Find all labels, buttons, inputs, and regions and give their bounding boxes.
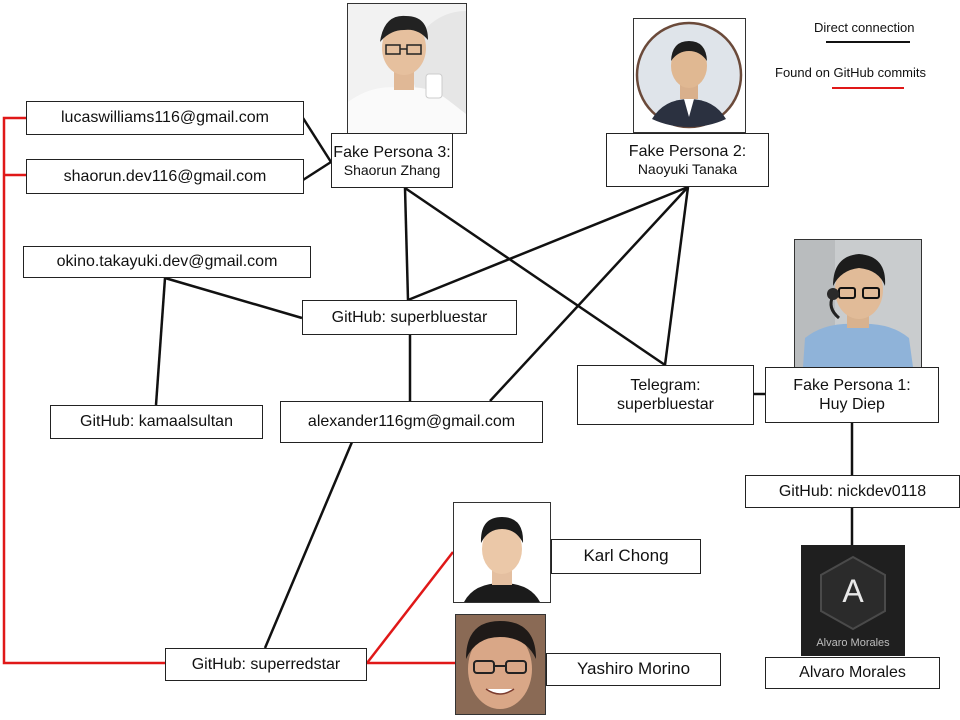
github-kamaalsultan-text: GitHub: kamaalsultan xyxy=(80,413,233,431)
github-nickdev0118-text: GitHub: nickdev0118 xyxy=(778,482,927,500)
persona3-photo xyxy=(347,3,467,134)
telegram-handle: superbluestar xyxy=(617,396,714,413)
email-okino: okino.takayuki.dev@gmail.com xyxy=(23,246,311,278)
github-superredstar: GitHub: superredstar xyxy=(165,648,367,681)
yashiro-morino-text: Yashiro Morino xyxy=(576,659,691,679)
edge-persona3-superbluestar xyxy=(403,187,410,301)
edge-alexander-superredstar xyxy=(263,441,354,649)
edge-persona2-alexander xyxy=(489,186,689,402)
email-shaorun-text: shaorun.dev116@gmail.com xyxy=(63,167,267,185)
github-superbluestar-text: GitHub: superbluestar xyxy=(331,308,488,326)
alvaro-logo: A Alvaro Morales xyxy=(801,545,905,656)
edge-superredstar-karl xyxy=(366,551,454,664)
persona3-title: Fake Persona 3: xyxy=(333,143,451,161)
email-alexander-text: alexander116gm@gmail.com xyxy=(307,413,516,431)
legend-github-label: Found on GitHub commits xyxy=(775,65,927,80)
person-avatar-icon xyxy=(456,615,545,714)
edge-lucas-persona3 xyxy=(301,117,333,163)
alvaro-morales-text: Alvaro Morales xyxy=(799,664,906,682)
telegram-superbluestar: Telegram: superbluestar xyxy=(577,365,754,425)
legend-github-line xyxy=(832,87,904,89)
edge-persona3-telegram xyxy=(404,186,666,367)
email-lucaswilliams-text: lucaswilliams116@gmail.com xyxy=(60,109,269,127)
persona2-box: Fake Persona 2: Naoyuki Tanaka xyxy=(606,133,769,187)
hexagon-logo-icon xyxy=(801,545,905,656)
karl-photo xyxy=(453,502,551,603)
edge-okino-superbluestar xyxy=(164,276,303,320)
github-superredstar-text: GitHub: superredstar xyxy=(191,655,341,673)
person-avatar-icon xyxy=(795,240,921,367)
person-avatar-icon xyxy=(454,503,550,602)
legend-direct-label: Direct connection xyxy=(814,20,915,35)
github-nickdev0118: GitHub: nickdev0118 xyxy=(745,475,960,508)
persona1-title: Fake Persona 1: xyxy=(793,376,911,394)
persona1-name: Huy Diep xyxy=(819,396,885,413)
edge-shaorun-persona3 xyxy=(302,160,332,182)
persona1-photo xyxy=(794,239,922,368)
persona2-name: Naoyuki Tanaka xyxy=(637,161,738,178)
email-okino-text: okino.takayuki.dev@gmail.com xyxy=(56,253,278,271)
github-kamaalsultan: GitHub: kamaalsultan xyxy=(50,405,263,439)
person-avatar-icon xyxy=(634,19,745,132)
karl-chong-text: Karl Chong xyxy=(583,546,669,566)
karl-chong-box: Karl Chong xyxy=(551,539,701,574)
persona3-box: Fake Persona 3: Shaorun Zhang xyxy=(331,133,453,188)
edge-red-bracket xyxy=(2,116,165,665)
email-lucaswilliams: lucaswilliams116@gmail.com xyxy=(26,101,304,135)
yashiro-photo xyxy=(455,614,546,715)
persona2-title: Fake Persona 2: xyxy=(628,143,747,160)
person-avatar-icon xyxy=(348,4,466,133)
persona1-box: Fake Persona 1: Huy Diep xyxy=(765,367,939,423)
alvaro-morales-box: Alvaro Morales xyxy=(765,657,940,689)
edge-persona2-telegram xyxy=(663,186,690,366)
email-alexander: alexander116gm@gmail.com xyxy=(280,401,543,443)
direct-edges xyxy=(154,117,854,649)
legend-direct-line xyxy=(826,41,910,43)
edge-persona2-superbluestar xyxy=(407,185,689,302)
persona2-photo xyxy=(633,18,746,133)
edge-okino-kamaalsultan xyxy=(154,277,167,406)
email-shaorun: shaorun.dev116@gmail.com xyxy=(26,159,304,194)
alvaro-logo-letter: A xyxy=(842,573,864,609)
yashiro-morino-box: Yashiro Morino xyxy=(546,653,721,686)
telegram-title: Telegram: xyxy=(630,376,701,394)
github-commit-edges xyxy=(2,116,455,665)
github-superbluestar: GitHub: superbluestar xyxy=(302,300,517,335)
persona3-name: Shaorun Zhang xyxy=(343,161,441,178)
alvaro-logo-text: Alvaro Morales xyxy=(816,637,890,649)
